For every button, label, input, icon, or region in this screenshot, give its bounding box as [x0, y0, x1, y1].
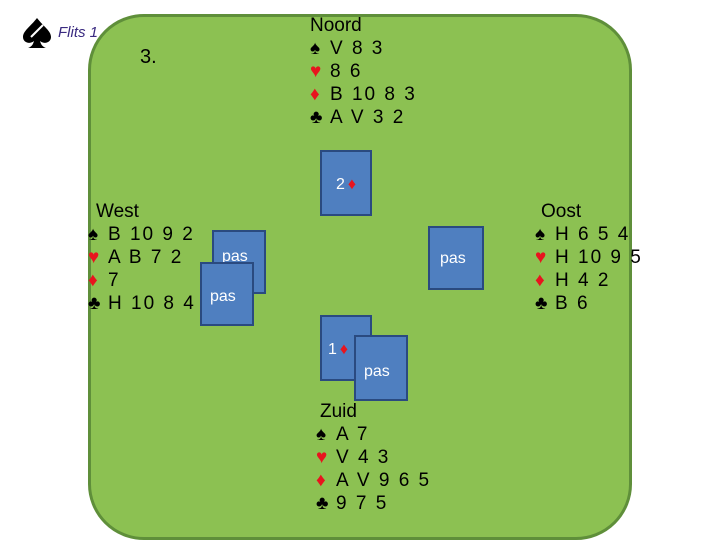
bid-south-2: pas: [364, 363, 390, 380]
hand-west-spades: ♠B 10 9 2: [88, 224, 195, 245]
bid-level: 2: [336, 176, 345, 193]
hand-south: Zuid ♠A 7 ♥V 4 3 ♦A V 9 6 5 ♣9 7 5: [316, 400, 431, 515]
bid-west-2: pas: [210, 288, 236, 305]
bridge-table: [88, 14, 632, 540]
hand-west-diamonds: ♦7: [88, 270, 121, 291]
brand-label: Flits 1: [58, 24, 99, 41]
diamond-icon: ♦: [347, 176, 357, 193]
hand-east: Oost ♠H 6 5 4 ♥H 10 9 5 ♦H 4 2 ♣B 6: [535, 200, 643, 315]
hand-east-name: Oost: [541, 201, 582, 222]
bid-card-west-2: pas: [200, 262, 254, 326]
club-icon: ♣: [535, 293, 550, 314]
hand-east-diamonds: ♦H 4 2: [535, 270, 611, 291]
hand-west: West ♠B 10 9 2 ♥A B 7 2 ♦7 ♣H 10 8 4: [88, 200, 196, 315]
hand-east-clubs: ♣B 6: [535, 293, 590, 314]
hand-east-hearts: ♥H 10 9 5: [535, 247, 643, 268]
bid-level: 1: [328, 341, 337, 358]
hand-west-clubs: ♣H 10 8 4: [88, 293, 196, 314]
diamond-icon: ♦: [310, 84, 322, 105]
bid-west-1: pas: [222, 248, 248, 265]
hand-north-spades: ♠V 8 3: [310, 38, 385, 59]
board-number: 3.: [140, 46, 157, 68]
heart-icon: ♥: [310, 61, 324, 82]
hand-south-diamonds: ♦A V 9 6 5: [316, 470, 432, 491]
spade-logo-icon: [23, 18, 51, 48]
hand-north: Noord ♠V 8 3 ♥8 6 ♦B 10 8 3 ♣A V 3 2: [310, 14, 417, 129]
bid-card-north: 2♦: [320, 150, 372, 216]
hand-north-diamonds: ♦B 10 8 3: [310, 84, 417, 105]
club-icon: ♣: [316, 493, 331, 514]
bid-east: pas: [440, 250, 466, 267]
hand-north-hearts: ♥8 6: [310, 61, 363, 82]
heart-icon: ♥: [88, 247, 102, 268]
diamond-icon: ♦: [339, 341, 349, 358]
spade-icon: ♠: [88, 224, 101, 245]
hand-west-hearts: ♥A B 7 2: [88, 247, 184, 268]
club-icon: ♣: [310, 107, 325, 128]
spade-icon: ♠: [316, 424, 329, 445]
diamond-icon: ♦: [316, 470, 328, 491]
hand-east-spades: ♠H 6 5 4: [535, 224, 631, 245]
bid-card-south-2: pas: [354, 335, 408, 401]
hand-south-name: Zuid: [320, 401, 357, 422]
diamond-icon: ♦: [535, 270, 547, 291]
hand-south-spades: ♠A 7: [316, 424, 370, 445]
club-icon: ♣: [88, 293, 103, 314]
heart-icon: ♥: [535, 247, 549, 268]
hand-south-clubs: ♣9 7 5: [316, 493, 389, 514]
heart-icon: ♥: [316, 447, 330, 468]
hand-south-hearts: ♥V 4 3: [316, 447, 391, 468]
spade-icon: ♠: [535, 224, 548, 245]
diamond-icon: ♦: [88, 270, 100, 291]
hand-west-name: West: [96, 201, 139, 222]
bid-card-east: pas: [428, 226, 484, 290]
hand-north-clubs: ♣A V 3 2: [310, 107, 406, 128]
spade-icon: ♠: [310, 38, 323, 59]
hand-north-name: Noord: [310, 15, 362, 36]
